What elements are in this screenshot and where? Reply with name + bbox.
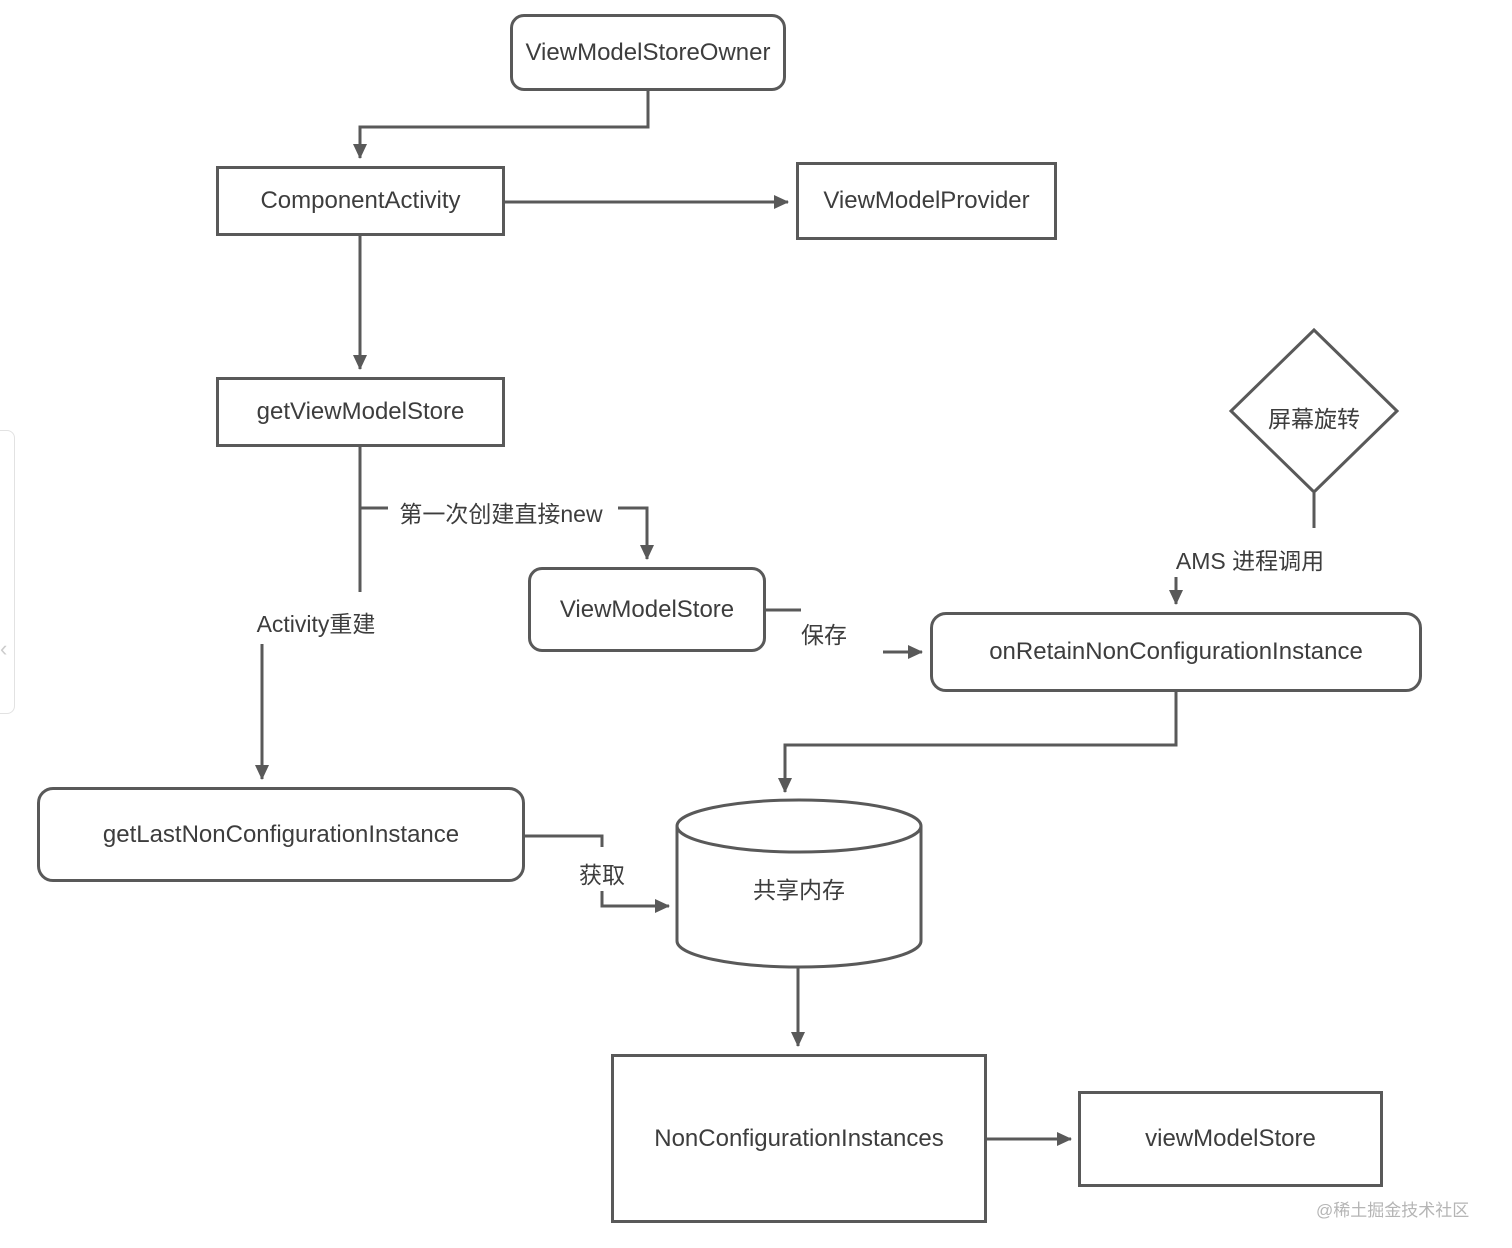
node-viewmodelprovider: ViewModelProvider [796, 162, 1057, 240]
shared-memory-label: 共享内存 [753, 877, 845, 903]
edge-label-activity-rebuild: Activity重建 [256, 611, 376, 637]
node-getviewmodelstore: getViewModelStore [216, 377, 505, 447]
edge-label-fetch: 获取 [579, 862, 625, 888]
edge-owner-to-componentactivity [353, 91, 650, 159]
juejin-watermark: @稀土掘金技术社区 [1316, 1201, 1470, 1220]
edge-getlast-stub [525, 834, 604, 847]
screen-rotate-diamond [1228, 327, 1400, 495]
edge-onretain-to-memory [778, 692, 1178, 793]
edge-label-ams-call: AMS 进程调用 [1175, 548, 1325, 574]
node-viewmodelstoreowner: ViewModelStoreOwner [510, 14, 786, 91]
node-getlastnonconfigurationinstance: getLastNonConfigurationInstance [37, 787, 525, 882]
edge-fetch-to-memory [600, 891, 670, 913]
node-nonconfigurationinstances: NonConfigurationInstances [611, 1054, 987, 1223]
edge-first-create-to-viewmodelstore [618, 506, 654, 560]
left-edge-panel[interactable] [0, 430, 15, 714]
node-onretainnonconfigurationinstance: onRetainNonConfigurationInstance [930, 612, 1422, 692]
left-edge-chevron-icon[interactable]: ‹ [0, 636, 8, 661]
node-componentactivity: ComponentActivity [216, 166, 505, 236]
edge-label-save: 保存 [801, 622, 847, 648]
shared-memory-cylinder [675, 798, 923, 969]
node-viewmodelstore-field: viewModelStore [1078, 1091, 1383, 1187]
node-viewmodelstore: ViewModelStore [528, 567, 766, 652]
screen-rotate-label: 屏幕旋转 [1268, 406, 1360, 432]
edge-label-first-create: 第一次创建直接new [399, 501, 603, 527]
